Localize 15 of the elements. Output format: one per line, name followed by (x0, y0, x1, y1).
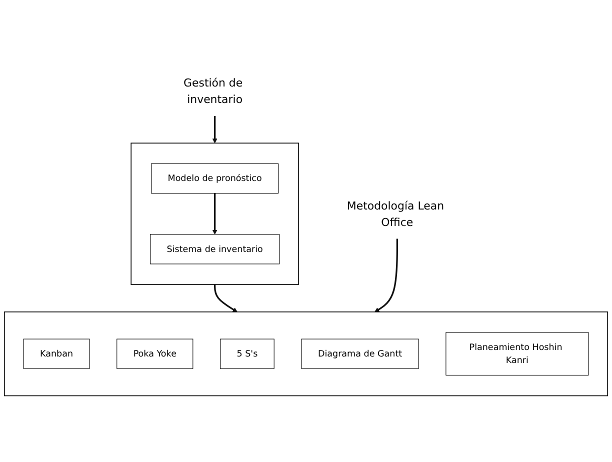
cluster (4, 311, 608, 396)
arrow (212, 193, 218, 234)
node-box: 5 S's (220, 338, 274, 369)
node-box: Sistema de inventario (150, 234, 280, 264)
node-box: Poka Yoke (116, 338, 194, 369)
node-text: Gestión de inventario (184, 76, 243, 106)
arrow (214, 284, 238, 312)
node-box: Planeamiento Hoshin Kanri (446, 332, 589, 376)
node-box: Kanban (23, 338, 90, 369)
node-box: Diagrama de Gantt (301, 338, 419, 369)
node-text: Metodología Lean Office (346, 198, 444, 229)
arrow (212, 116, 218, 144)
arrow (374, 238, 398, 312)
cluster (130, 142, 299, 285)
node-box: Modelo de pronóstico (151, 163, 279, 194)
